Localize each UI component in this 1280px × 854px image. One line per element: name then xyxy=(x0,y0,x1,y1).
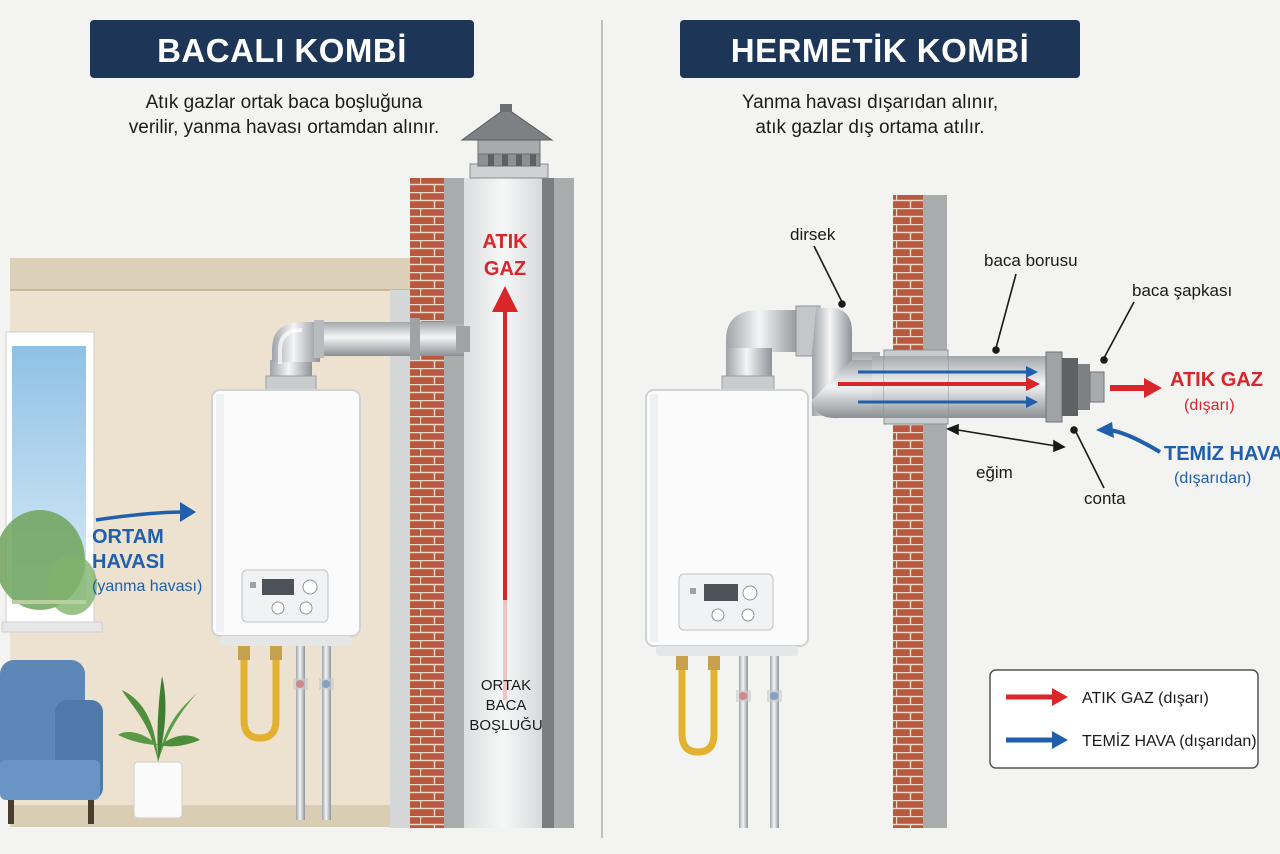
left-boiler-pipes xyxy=(238,646,334,820)
window xyxy=(0,331,103,633)
fresh-air-label: TEMİZ HAVA xyxy=(1164,442,1280,465)
room-air-label-2: HAVASI xyxy=(92,551,165,573)
left-subtitle-1: Atık gazlar ortak baca boşluğuna xyxy=(146,92,423,113)
callout-leaders xyxy=(813,245,1135,489)
room-air-label-1: ORTAM xyxy=(92,526,164,548)
flue-flow-arrows xyxy=(838,366,1040,408)
callout-gasket: conta xyxy=(1084,489,1126,508)
sofa xyxy=(0,660,103,824)
legend-exhaust-label: ATIK GAZ (dışarı) xyxy=(1082,690,1209,707)
callout-flue-pipe: baca borusu xyxy=(984,251,1078,270)
right-boiler xyxy=(645,389,809,656)
right-panel: HERMETİK KOMBİ Yanma havası dışarıdan al… xyxy=(645,20,1280,828)
shaft-exhaust-label-2: GAZ xyxy=(484,258,526,280)
chimney-cap xyxy=(460,104,554,179)
callout-slope: eğim xyxy=(976,463,1013,482)
exhaust-out-label: ATIK GAZ xyxy=(1170,369,1263,391)
left-boiler xyxy=(211,389,361,646)
potted-plant xyxy=(118,676,200,819)
outside-arrows xyxy=(1096,378,1162,454)
left-flue-pipe xyxy=(265,318,470,391)
exhaust-out-note: (dışarı) xyxy=(1184,397,1235,414)
left-panel: BACALI KOMBİ Atık gazlar ortak baca boşl… xyxy=(0,20,574,828)
legend-fresh-air-label: TEMİZ HAVA (dışarıdan) xyxy=(1082,731,1257,750)
legend-box: ATIK GAZ (dışarı) TEMİZ HAVA (dışarıdan) xyxy=(989,669,1259,769)
shaft-label-1: ORTAK xyxy=(481,677,531,694)
left-title: BACALI KOMBİ xyxy=(157,32,407,69)
left-title-banner xyxy=(90,20,474,78)
callout-flue-cap: baca şapkası xyxy=(1132,281,1232,300)
right-brick-wall xyxy=(893,195,947,828)
concentric-flue xyxy=(721,305,1105,425)
left-subtitle-2: verilir, yanma havası ortamdan alınır. xyxy=(129,117,439,138)
shaft-exhaust-label-1: ATIK xyxy=(482,231,528,253)
callout-elbow: dirsek xyxy=(790,225,836,244)
right-subtitle-1: Yanma havası dışarıdan alınır, xyxy=(742,92,998,113)
shaft-exhaust-arrow xyxy=(492,286,518,700)
shaft-label-3: BOŞLUĞU xyxy=(469,717,542,734)
fresh-air-note: (dışarıdan) xyxy=(1174,470,1251,487)
right-subtitle-2: atık gazlar dış ortama atılır. xyxy=(755,117,984,138)
right-boiler-pipes xyxy=(676,656,782,828)
room-air-note: (yanma havası) xyxy=(92,578,202,595)
right-title: HERMETİK KOMBİ xyxy=(731,32,1030,69)
right-title-banner xyxy=(680,20,1080,78)
shaft-label-2: BACA xyxy=(486,697,527,714)
room-air-arrow xyxy=(95,502,196,522)
